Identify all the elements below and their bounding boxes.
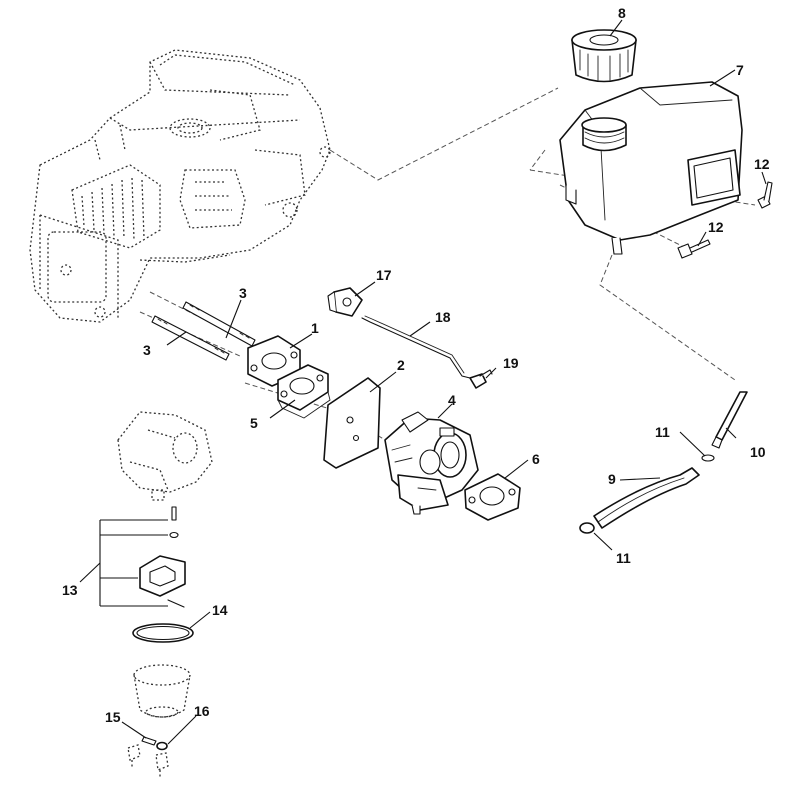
callout-18: 18 bbox=[435, 309, 451, 325]
pin-15 bbox=[141, 736, 157, 746]
callout-11-lower: 11 bbox=[616, 550, 631, 566]
engine-block-outline bbox=[29, 49, 331, 323]
screw-12-upper bbox=[757, 181, 773, 209]
callout-16: 16 bbox=[194, 703, 210, 719]
kit-13-parts bbox=[139, 506, 186, 608]
callout-7: 7 bbox=[736, 62, 744, 78]
hose-clamp-11-upper bbox=[701, 454, 715, 462]
stud-lower bbox=[151, 315, 230, 361]
drain-screws-outline bbox=[127, 744, 169, 778]
callout-3-upper: 3 bbox=[239, 285, 247, 301]
callout-5: 5 bbox=[250, 415, 258, 431]
carburetor-subassembly-icon bbox=[117, 411, 213, 501]
callout-3-lower: 3 bbox=[143, 342, 151, 358]
carburetor-4 bbox=[384, 411, 479, 515]
callout-4: 4 bbox=[448, 392, 456, 408]
fuel-tank-7 bbox=[559, 81, 743, 255]
callout-10: 10 bbox=[750, 444, 766, 460]
o-ring-14 bbox=[132, 623, 194, 643]
hose-clamp-11-lower bbox=[579, 522, 595, 534]
fuel-cap-8 bbox=[571, 29, 637, 83]
callout-11-upper: 11 bbox=[655, 424, 670, 440]
callout-12-upper: 12 bbox=[754, 156, 770, 172]
callout-6: 6 bbox=[532, 451, 540, 467]
leader-lines bbox=[79, 19, 767, 745]
gasket-6 bbox=[464, 473, 521, 521]
callout-19: 19 bbox=[503, 355, 519, 371]
float-bowl-outline bbox=[133, 664, 191, 718]
callout-17: 17 bbox=[376, 267, 392, 283]
screw-12-lower bbox=[677, 239, 711, 259]
callout-2: 2 bbox=[397, 357, 405, 373]
washer-16 bbox=[156, 741, 168, 751]
rod-18 bbox=[361, 315, 471, 379]
gasket-plate-2 bbox=[323, 377, 381, 469]
spacer-5 bbox=[277, 364, 331, 419]
callout-13: 13 bbox=[62, 582, 78, 598]
callout-12-lower: 12 bbox=[708, 219, 724, 235]
bracket-17 bbox=[327, 287, 363, 317]
callout-9: 9 bbox=[608, 471, 616, 487]
callout-15: 15 bbox=[105, 709, 121, 725]
fuel-hose-9 bbox=[593, 467, 700, 529]
callout-labels: 1 2 3 3 4 5 6 7 8 9 10 11 11 12 12 13 14… bbox=[62, 5, 770, 725]
clip-19 bbox=[469, 369, 493, 389]
callout-14: 14 bbox=[212, 602, 228, 618]
callout-1: 1 bbox=[311, 320, 319, 336]
fuel-filter-10 bbox=[711, 391, 748, 449]
callout-8: 8 bbox=[618, 5, 626, 21]
